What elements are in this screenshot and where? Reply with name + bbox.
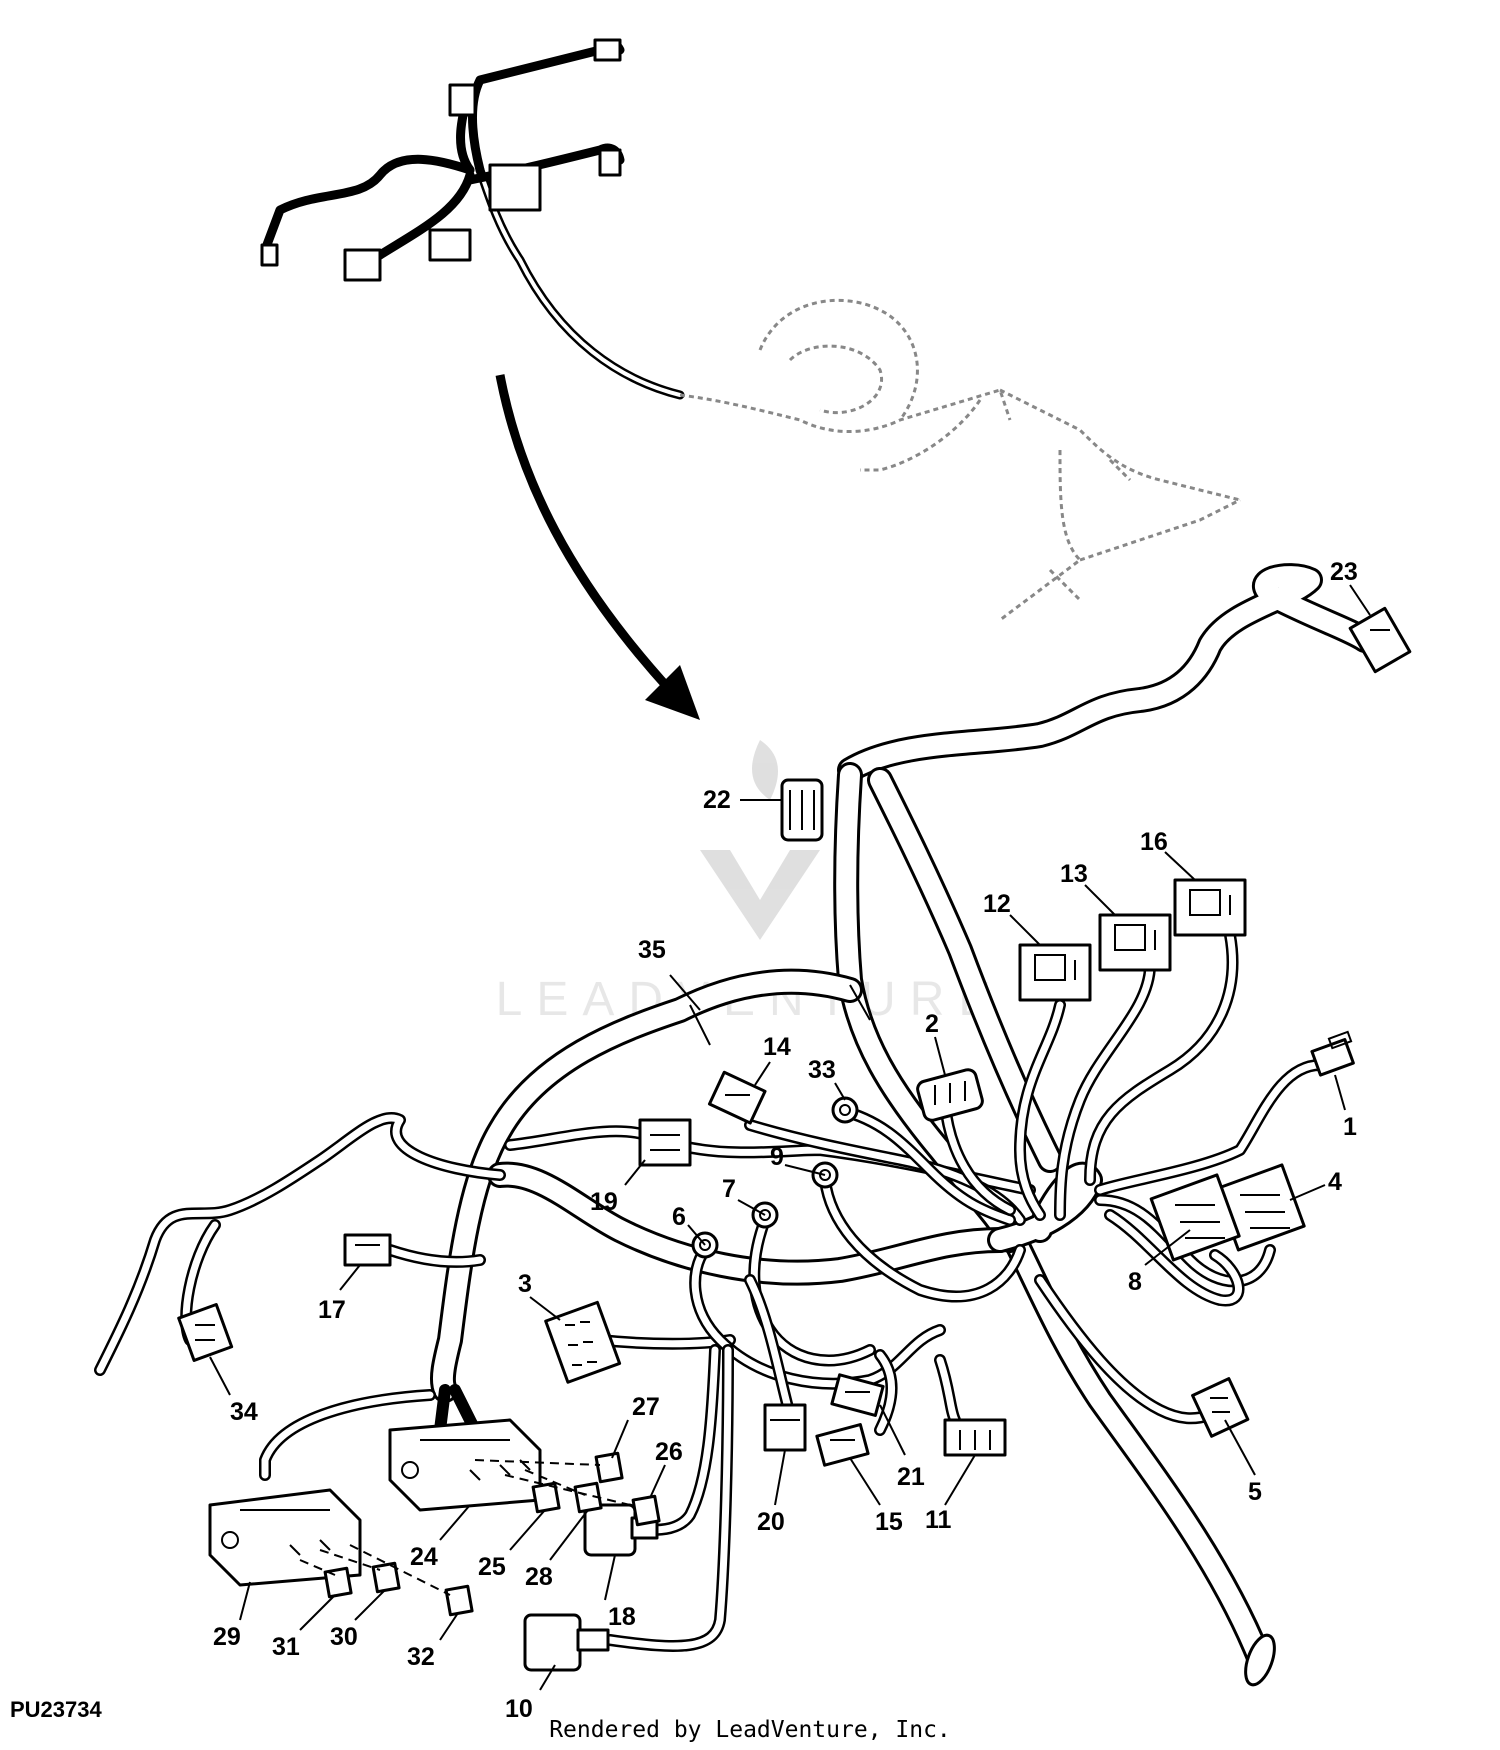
fuse-28	[573, 1481, 603, 1514]
callout-25: 25	[478, 1553, 506, 1581]
callout-1: 1	[1343, 1113, 1357, 1141]
connector-10	[523, 1613, 610, 1672]
connector-14	[707, 1070, 767, 1125]
connector-23	[1348, 606, 1412, 674]
callout-8: 8	[1128, 1268, 1142, 1296]
callout-12: 12	[983, 890, 1011, 918]
harness-overview-inset	[260, 38, 685, 400]
connector-2	[916, 1068, 984, 1122]
harness-branches	[94, 929, 1326, 1652]
callout-17: 17	[318, 1296, 346, 1324]
connector-3	[544, 1300, 622, 1384]
connector-16	[1173, 878, 1247, 937]
leader-lines	[209, 584, 1371, 1691]
callout-34: 34	[230, 1398, 258, 1426]
callout-26: 26	[655, 1438, 683, 1466]
callout-5: 5	[1248, 1478, 1262, 1506]
connector-22	[780, 778, 824, 842]
fuse-block-24	[388, 1418, 542, 1512]
callout-labels: 1 2 3 4 5 6 7 8 9 10 11 12 13 14 15 16 1…	[213, 558, 1358, 1723]
callout-20: 20	[757, 1508, 785, 1536]
callout-9: 9	[770, 1143, 784, 1171]
harness-trunk	[429, 563, 1378, 1687]
connector-13	[1098, 913, 1172, 972]
fuse-27	[594, 1451, 624, 1484]
connector-34	[177, 1302, 234, 1362]
fuse-guide-lines	[299, 1459, 631, 1596]
callout-16: 16	[1140, 828, 1168, 856]
callout-13: 13	[1060, 860, 1088, 888]
callout-24: 24	[410, 1543, 438, 1571]
callout-31: 31	[272, 1633, 300, 1661]
callout-10: 10	[505, 1695, 533, 1723]
connector-12	[1018, 943, 1092, 1002]
callout-2: 2	[925, 1010, 939, 1038]
callout-30: 30	[330, 1623, 358, 1651]
connector-17	[343, 1233, 392, 1267]
tractor-ghost-outline	[679, 298, 1241, 622]
connector-19	[638, 1118, 692, 1167]
callout-27: 27	[632, 1393, 660, 1421]
callout-18: 18	[608, 1603, 636, 1631]
render-credit: Rendered by LeadVenture, Inc.	[549, 1717, 951, 1743]
callout-3: 3	[518, 1270, 532, 1298]
callout-19: 19	[590, 1188, 618, 1216]
callout-14: 14	[763, 1033, 791, 1061]
connector-1	[1310, 1030, 1355, 1077]
connector-15	[815, 1423, 870, 1467]
fuse-26	[631, 1494, 661, 1527]
fuse-block-29	[208, 1488, 362, 1587]
connector-5	[1191, 1377, 1250, 1438]
fuse-32	[444, 1584, 474, 1617]
callout-35: 35	[638, 936, 666, 964]
callout-6: 6	[672, 1203, 686, 1231]
callout-11: 11	[925, 1506, 952, 1534]
callout-4: 4	[1328, 1168, 1342, 1196]
callout-21: 21	[897, 1463, 925, 1491]
location-arrow-icon	[495, 374, 700, 720]
connector-20	[763, 1403, 807, 1452]
figure-id: PU23734	[10, 1697, 102, 1722]
callout-23: 23	[1330, 558, 1358, 586]
callout-32: 32	[407, 1643, 435, 1671]
connector-33	[831, 1096, 859, 1124]
connector-21	[830, 1373, 885, 1417]
callout-29: 29	[213, 1623, 241, 1651]
connector-18	[583, 1503, 659, 1557]
connector-8	[1149, 1173, 1241, 1262]
watermark-logo	[700, 740, 820, 940]
callout-33: 33	[808, 1056, 836, 1084]
fuse-25	[531, 1481, 561, 1514]
callout-15: 15	[875, 1508, 903, 1536]
connector-11	[943, 1418, 1007, 1457]
callout-22: 22	[703, 786, 731, 814]
callout-28: 28	[525, 1563, 553, 1591]
fuse-31	[323, 1566, 353, 1599]
sleeve-35	[689, 984, 871, 1046]
callout-7: 7	[722, 1175, 736, 1203]
